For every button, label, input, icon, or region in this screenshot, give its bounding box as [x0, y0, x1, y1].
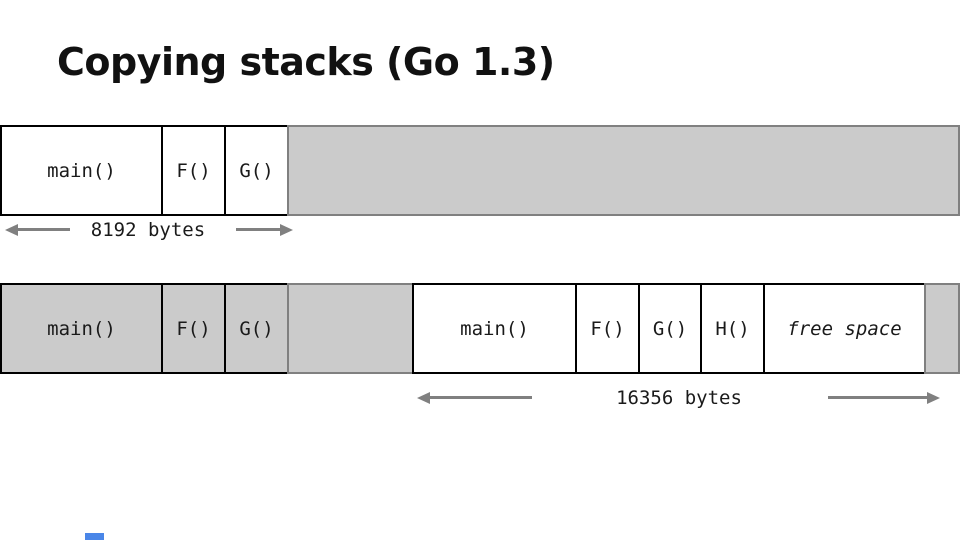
new-stack-frame-g: G() — [638, 283, 702, 374]
stack-frame-main: main() — [0, 125, 163, 216]
stack-after-size-label: 16356 bytes — [616, 387, 742, 409]
old-stack-frame-f: F() — [161, 283, 226, 374]
right-arrow — [236, 228, 280, 231]
left-arrow — [430, 396, 532, 399]
frame-label: G() — [239, 159, 274, 182]
stack-after: main() F() G() main() F() G() H() free s… — [0, 283, 960, 374]
stack-frame-f: F() — [161, 125, 226, 216]
frame-label: main() — [47, 159, 116, 182]
frame-label: H() — [715, 317, 750, 340]
progress-indicator — [85, 533, 104, 540]
stack-before: main() F() G() — [0, 125, 960, 216]
new-stack-frame-main: main() — [412, 283, 577, 374]
new-stack-frame-h: H() — [700, 283, 765, 374]
unused-memory-region — [287, 125, 960, 216]
unused-memory-sliver — [924, 283, 960, 374]
frame-label: main() — [460, 317, 529, 340]
frame-label: F() — [590, 317, 625, 340]
new-stack-frame-f: F() — [575, 283, 640, 374]
right-arrow — [828, 396, 927, 399]
frame-label: F() — [176, 159, 211, 182]
free-space-label: free space — [787, 317, 902, 340]
old-stack-gap — [287, 283, 414, 374]
frame-label: F() — [176, 317, 211, 340]
old-stack-frame-main: main() — [0, 283, 163, 374]
free-space-region: free space — [763, 283, 926, 374]
left-arrow — [18, 228, 70, 231]
old-stack-frame-g: G() — [224, 283, 289, 374]
stack-before-size-label: 8192 bytes — [90, 219, 206, 241]
frame-label: G() — [239, 317, 274, 340]
stack-frame-g: G() — [224, 125, 289, 216]
frame-label: main() — [47, 317, 116, 340]
frame-label: G() — [652, 317, 688, 340]
slide-title: Copying stacks (Go 1.3) — [57, 40, 555, 84]
